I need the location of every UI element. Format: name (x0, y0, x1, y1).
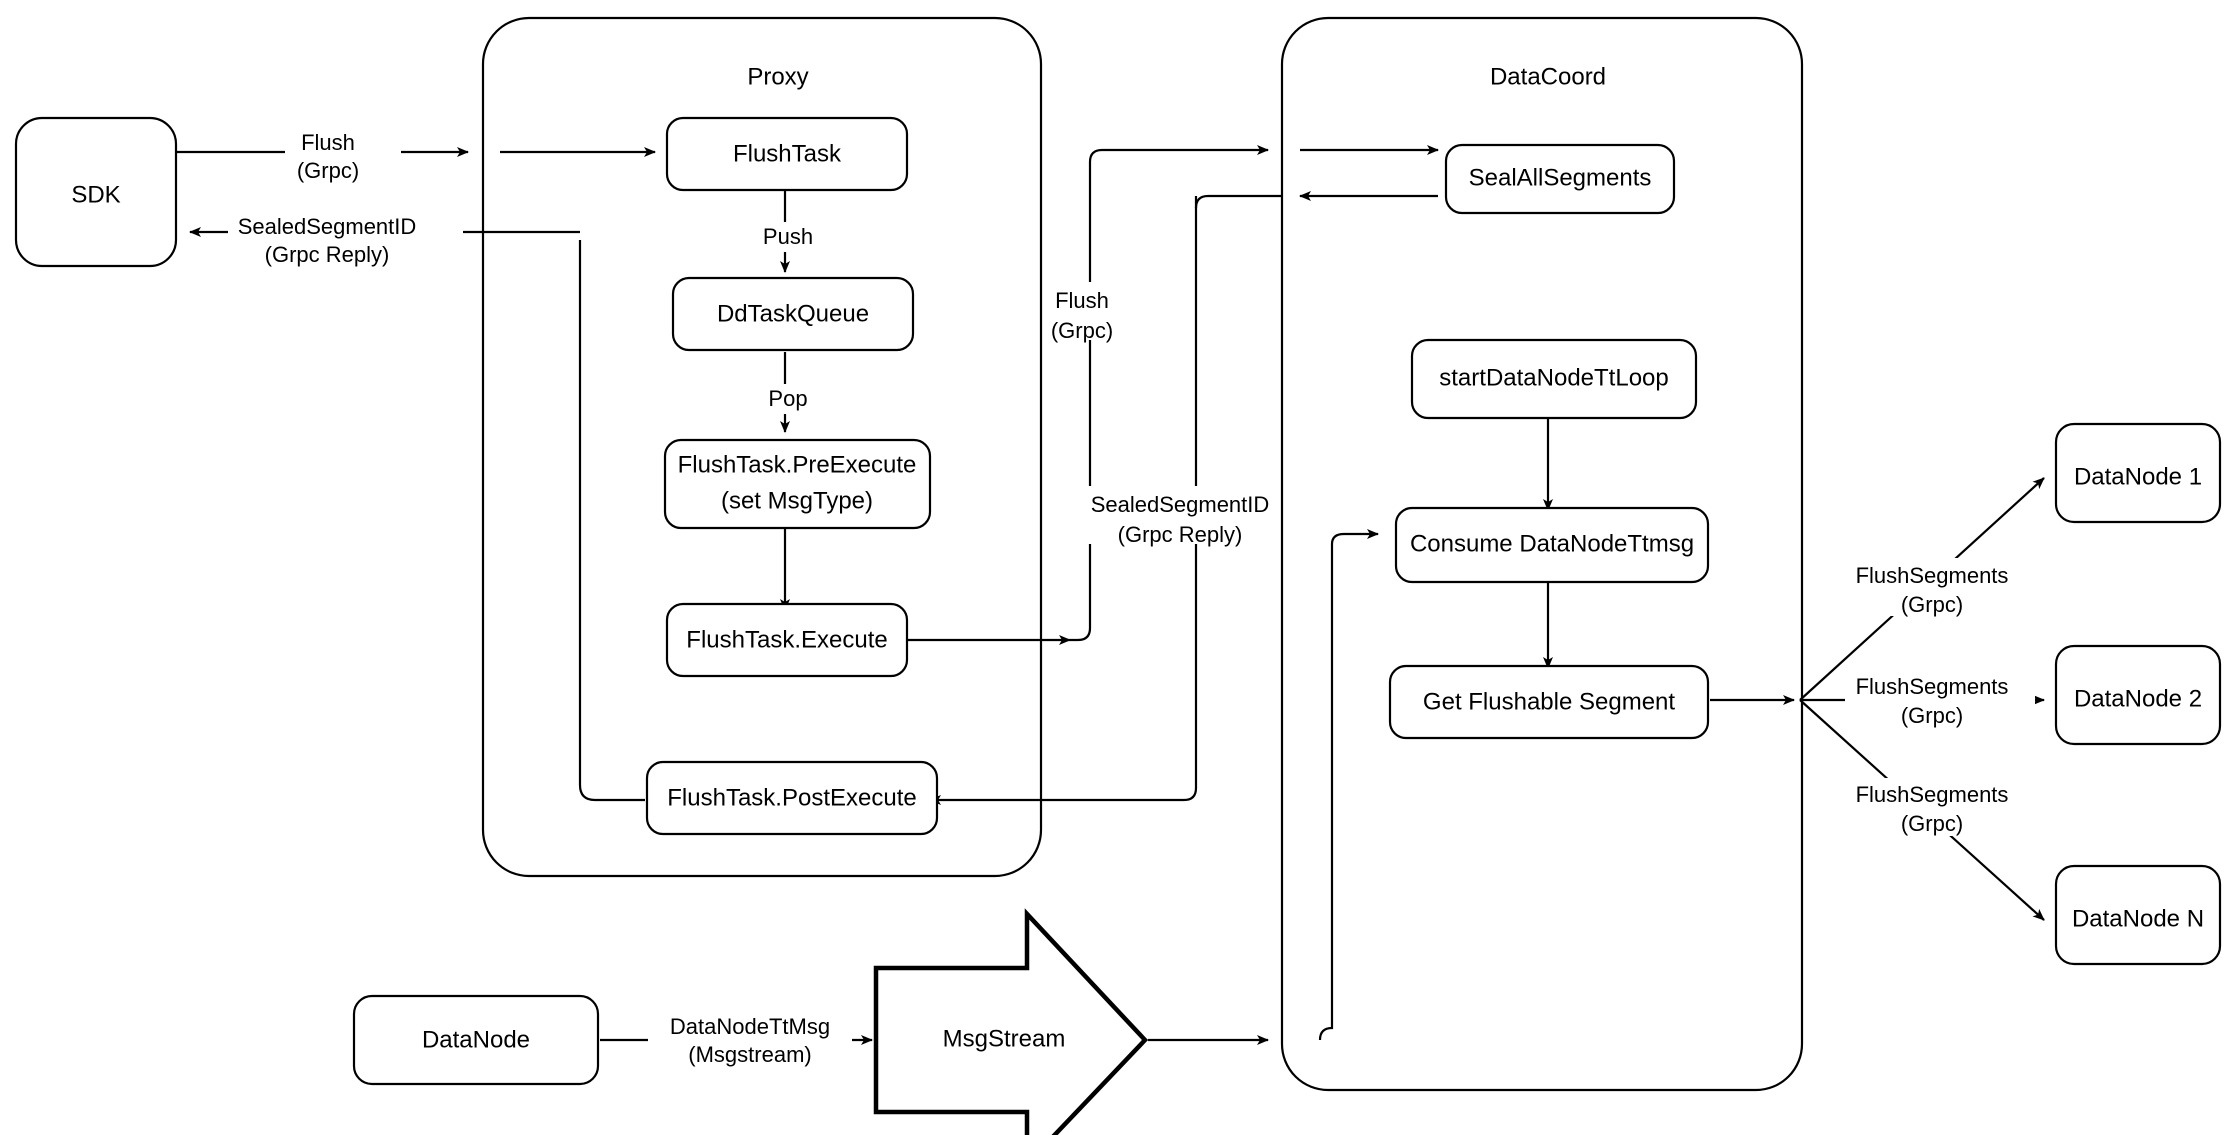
edge-label-sdk-to-proxy-line2: (Grpc) (297, 158, 359, 183)
group-datacoord-label: DataCoord (1490, 63, 1606, 90)
edge-label-flushsegments-2-line2: (Grpc) (1901, 703, 1963, 728)
node-flushtask-preexecute-label-line2: (set MsgType) (721, 487, 873, 514)
node-datanode-1-label: DataNode 1 (2074, 463, 2202, 490)
edge-label-sdk-to-proxy-line1: Flush (301, 130, 355, 155)
edge-label-push: Push (763, 224, 813, 249)
group-proxy-label: Proxy (747, 63, 808, 90)
edge-label-bg-flushsegments-2 (1845, 670, 2035, 728)
edge-label-proxy-to-sdk-line1: SealedSegmentID (238, 214, 417, 239)
node-sealallsegments[interactable] (1444, 143, 1676, 215)
edge-label-flushsegments-n-line2: (Grpc) (1901, 811, 1963, 836)
node-get-flushable-segment[interactable] (1388, 664, 1710, 740)
edge-label-bg-flushsegments-n (1845, 778, 2035, 836)
edge-label-proxy-to-sdk-line2: (Grpc Reply) (265, 242, 390, 267)
edge-label-bg-pop (752, 384, 824, 414)
node-datanode-bottom-label: DataNode (422, 1026, 530, 1053)
edge-label-bg-datacoord-to-proxy (1085, 486, 1275, 544)
edge-label-bg-datanodettmsg (648, 1010, 852, 1066)
node-flushtask-preexecute[interactable] (663, 438, 932, 530)
node-startdatanodettloop-label: startDataNodeTtLoop (1439, 364, 1668, 391)
edge-label-flushsegments-1-line2: (Grpc) (1901, 592, 1963, 617)
edge-label-flushsegments-1-line1: FlushSegments (1856, 563, 2009, 588)
edge-label-bg-sdk-to-proxy (285, 128, 401, 180)
edge-postexecute-to-reply-rail (578, 240, 645, 802)
node-startdatanodettloop[interactable] (1410, 338, 1698, 420)
node-flushtask-execute[interactable] (665, 602, 909, 678)
edge-label-pop: Pop (768, 386, 807, 411)
node-sdk-label: SDK (71, 181, 120, 208)
edge-label-proxy-to-datacoord-line2: (Grpc) (1051, 318, 1113, 343)
node-sealallsegments-label: SealAllSegments (1469, 164, 1652, 191)
node-msgstream-label: MsgStream (943, 1025, 1066, 1052)
edge-label-datanodettmsg-line1: DataNodeTtMsg (670, 1014, 830, 1039)
node-sdk[interactable] (14, 116, 178, 268)
node-flushtask-execute-label: FlushTask.Execute (686, 626, 887, 653)
group-datacoord (1280, 16, 1804, 1092)
edge-reply-rail-corner (1194, 194, 1282, 209)
node-get-flushable-segment-label: Get Flushable Segment (1423, 688, 1675, 715)
node-msgstream-arrow[interactable] (873, 908, 1149, 1135)
node-datanode-2[interactable] (2054, 644, 2222, 746)
node-datanode-n-label: DataNode N (2072, 905, 2204, 932)
edge-label-bg-proxy-to-datacoord (1043, 282, 1147, 340)
edge-label-flushsegments-2-line1: FlushSegments (1856, 674, 2009, 699)
node-consume-datanodettmsg[interactable] (1394, 506, 1710, 584)
node-flushtask-postexecute[interactable] (645, 760, 939, 836)
edge-flush-rail-to-datacoord (1070, 145, 1269, 642)
edge-label-bg-flushsegments-1 (1845, 558, 2035, 616)
edge-msgstream-rail-to-consume (1318, 529, 1379, 1041)
edge-label-proxy-to-datacoord-line1: Flush (1055, 288, 1109, 313)
node-ddtaskqueue[interactable] (671, 276, 915, 352)
node-flushtask-label: FlushTask (733, 140, 842, 167)
node-datanode-bottom[interactable] (352, 994, 600, 1086)
node-ddtaskqueue-label: DdTaskQueue (717, 300, 869, 327)
edge-label-bg-proxy-to-sdk (228, 210, 463, 264)
edge-label-bg-push (748, 222, 828, 252)
node-datanode-2-label: DataNode 2 (2074, 685, 2202, 712)
edge-label-datacoord-to-proxy-line1: SealedSegmentID (1091, 492, 1270, 517)
node-datanode-1[interactable] (2054, 422, 2222, 524)
edge-label-flushsegments-n-line1: FlushSegments (1856, 782, 2009, 807)
node-datanode-n[interactable] (2054, 864, 2222, 966)
node-consume-datanodettmsg-label: Consume DataNodeTtmsg (1410, 530, 1694, 557)
group-proxy (481, 16, 1043, 878)
node-flushtask-preexecute-label-line1: FlushTask.PreExecute (678, 451, 917, 478)
edge-label-datanodettmsg-line2: (Msgstream) (688, 1042, 811, 1067)
edge-label-datacoord-to-proxy-line2: (Grpc Reply) (1118, 522, 1243, 547)
edge-reply-rail-to-postexecute (929, 196, 1198, 805)
node-flushtask-postexecute-label: FlushTask.PostExecute (667, 784, 916, 811)
node-flushtask[interactable] (665, 116, 909, 192)
